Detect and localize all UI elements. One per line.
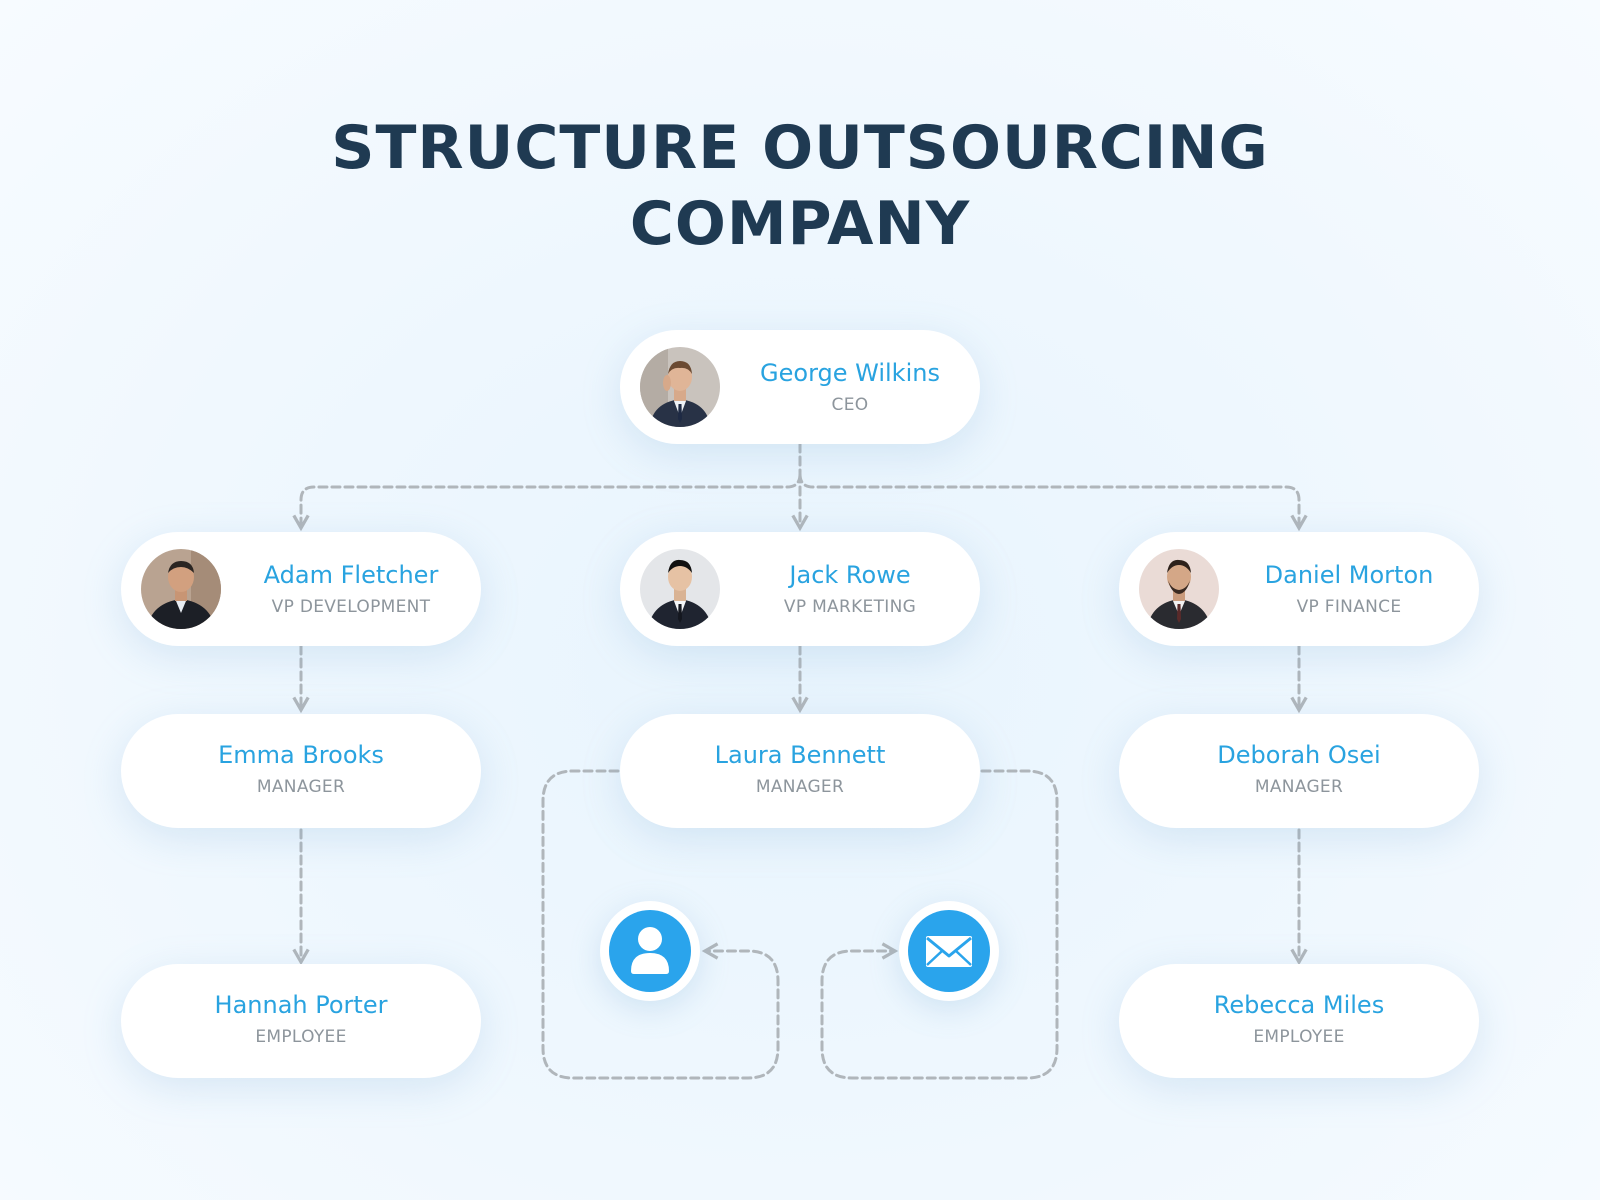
avatar-vp-marketing xyxy=(640,549,720,629)
vp-development-role: VP DEVELOPMENT xyxy=(271,597,431,617)
node-vp-finance[interactable]: Daniel Morton VP FINANCE xyxy=(1119,532,1479,646)
employee-finance-role: EMPLOYEE xyxy=(1253,1027,1345,1047)
node-ceo-text: George Wilkins CEO xyxy=(720,330,980,444)
node-manager-marketing[interactable]: Laura Bennett MANAGER xyxy=(620,714,980,828)
mail-icon-button[interactable] xyxy=(899,901,999,1001)
node-manager-finance-text: Deborah Osei MANAGER xyxy=(1119,714,1479,828)
vp-marketing-role: VP MARKETING xyxy=(783,597,917,617)
node-vp-finance-text: Daniel Morton VP FINANCE xyxy=(1219,532,1479,646)
employee-development-name: Hannah Porter xyxy=(214,991,388,1019)
title-line-2: COMPANY xyxy=(629,189,971,259)
employee-finance-name: Rebecca Miles xyxy=(1213,991,1385,1019)
ceo-name: George Wilkins xyxy=(760,359,940,387)
page-title: STRUCTURE OUTSOURCING COMPANY xyxy=(0,110,1600,262)
vp-finance-role: VP FINANCE xyxy=(1296,597,1402,617)
user-icon-button[interactable] xyxy=(600,901,700,1001)
avatar-vp-development xyxy=(141,549,221,629)
manager-development-role: MANAGER xyxy=(256,777,346,797)
node-manager-development-text: Emma Brooks MANAGER xyxy=(121,714,481,828)
manager-development-name: Emma Brooks xyxy=(218,741,384,769)
node-vp-development[interactable]: Adam Fletcher VP DEVELOPMENT xyxy=(121,532,481,646)
vp-finance-name: Daniel Morton xyxy=(1264,561,1434,589)
connector-ceo-to-vp-finance xyxy=(798,472,1308,532)
node-vp-development-text: Adam Fletcher VP DEVELOPMENT xyxy=(221,532,481,646)
user-icon xyxy=(631,927,669,974)
manager-finance-role: MANAGER xyxy=(1254,777,1344,797)
avatar-ceo xyxy=(640,347,720,427)
manager-marketing-role: MANAGER xyxy=(755,777,845,797)
employee-development-role: EMPLOYEE xyxy=(255,1027,347,1047)
node-employee-development-text: Hannah Porter EMPLOYEE xyxy=(121,964,481,1078)
connector-ceo-to-vp-development xyxy=(292,472,802,532)
vp-development-name: Adam Fletcher xyxy=(263,561,439,589)
node-manager-marketing-text: Laura Bennett MANAGER xyxy=(620,714,980,828)
node-employee-finance-text: Rebecca Miles EMPLOYEE xyxy=(1119,964,1479,1078)
title-line-1: STRUCTURE OUTSOURCING xyxy=(331,113,1269,183)
node-employee-finance[interactable]: Rebecca Miles EMPLOYEE xyxy=(1119,964,1479,1078)
node-manager-development[interactable]: Emma Brooks MANAGER xyxy=(121,714,481,828)
ceo-role: CEO xyxy=(831,395,869,415)
node-manager-finance[interactable]: Deborah Osei MANAGER xyxy=(1119,714,1479,828)
mail-icon xyxy=(926,936,972,967)
vp-marketing-name: Jack Rowe xyxy=(789,561,911,589)
node-vp-marketing-text: Jack Rowe VP MARKETING xyxy=(720,532,980,646)
manager-marketing-name: Laura Bennett xyxy=(714,741,886,769)
avatar-vp-finance xyxy=(1139,549,1219,629)
connector-manager-to-mail-icon xyxy=(820,769,1059,1080)
manager-finance-name: Deborah Osei xyxy=(1217,741,1381,769)
node-vp-marketing[interactable]: Jack Rowe VP MARKETING xyxy=(620,532,980,646)
node-employee-development[interactable]: Hannah Porter EMPLOYEE xyxy=(121,964,481,1078)
node-ceo[interactable]: George Wilkins CEO xyxy=(620,330,980,444)
connector-manager-to-user-icon xyxy=(541,769,780,1080)
